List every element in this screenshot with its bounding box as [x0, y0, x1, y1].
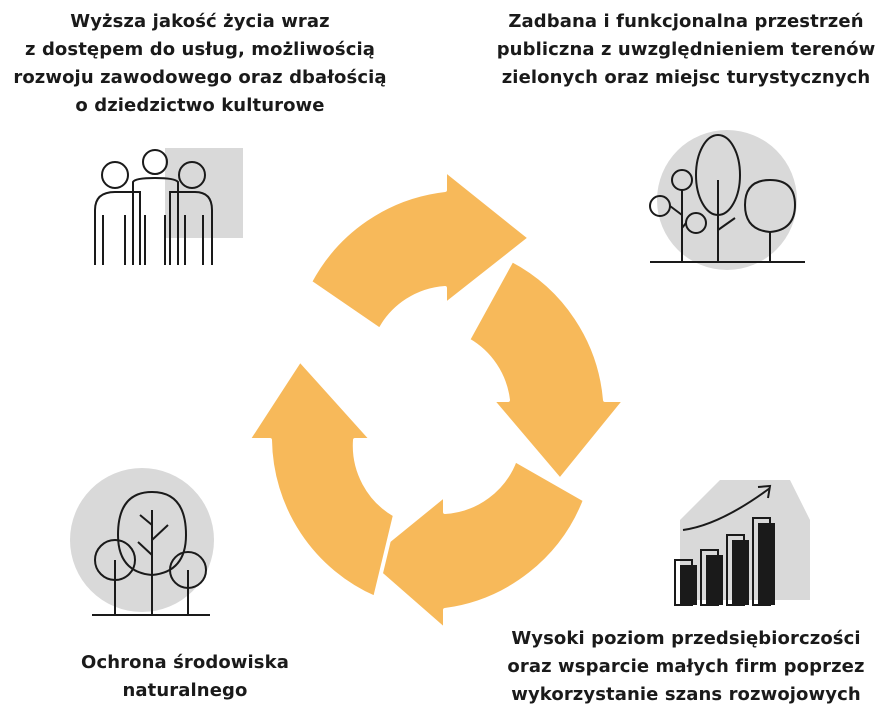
- arrow-segment-3: [363, 458, 587, 632]
- caption-public-space: Zadbana i funkcjonalna przestrzeń public…: [486, 8, 886, 92]
- caption-line: publiczna z uwzględnieniem terenów: [496, 39, 876, 60]
- arrow-segment-1: [308, 168, 532, 332]
- caption-line: o dziedzictwo kulturowe: [75, 95, 325, 116]
- arrow-segment-2: [466, 258, 627, 482]
- caption-line: z dostępem do usług, możliwością: [25, 39, 375, 60]
- caption-line: zielonych oraz miejsc turystycznych: [501, 67, 871, 88]
- arrow-segment-4: [246, 358, 397, 600]
- caption-line: Zadbana i funkcjonalna przestrzeń: [508, 11, 864, 32]
- people-icon: [94, 148, 243, 265]
- caption-entrepreneurship: Wysoki poziom przedsiębiorczości oraz ws…: [486, 625, 886, 709]
- caption-line: wykorzystanie szans rozwojowych: [511, 684, 861, 705]
- caption-line: Wysoki poziom przedsiębiorczości: [511, 628, 861, 649]
- caption-line: oraz wsparcie małych firm poprzez: [507, 656, 865, 677]
- caption-line: Wyższa jakość życia wraz: [70, 11, 330, 32]
- trees-icon: [649, 130, 805, 270]
- caption-quality-of-life: Wyższa jakość życia wraz z dostępem do u…: [0, 8, 400, 120]
- caption-environment: Ochrona środowiska naturalnego: [30, 649, 340, 705]
- cycle-segments: [246, 168, 627, 632]
- caption-line: Ochrona środowiska: [81, 652, 289, 673]
- caption-line: naturalnego: [122, 680, 248, 701]
- growth-chart-icon: [674, 480, 810, 606]
- forest-icon: [70, 468, 214, 616]
- caption-line: rozwoju zawodowego oraz dbałością: [13, 67, 387, 88]
